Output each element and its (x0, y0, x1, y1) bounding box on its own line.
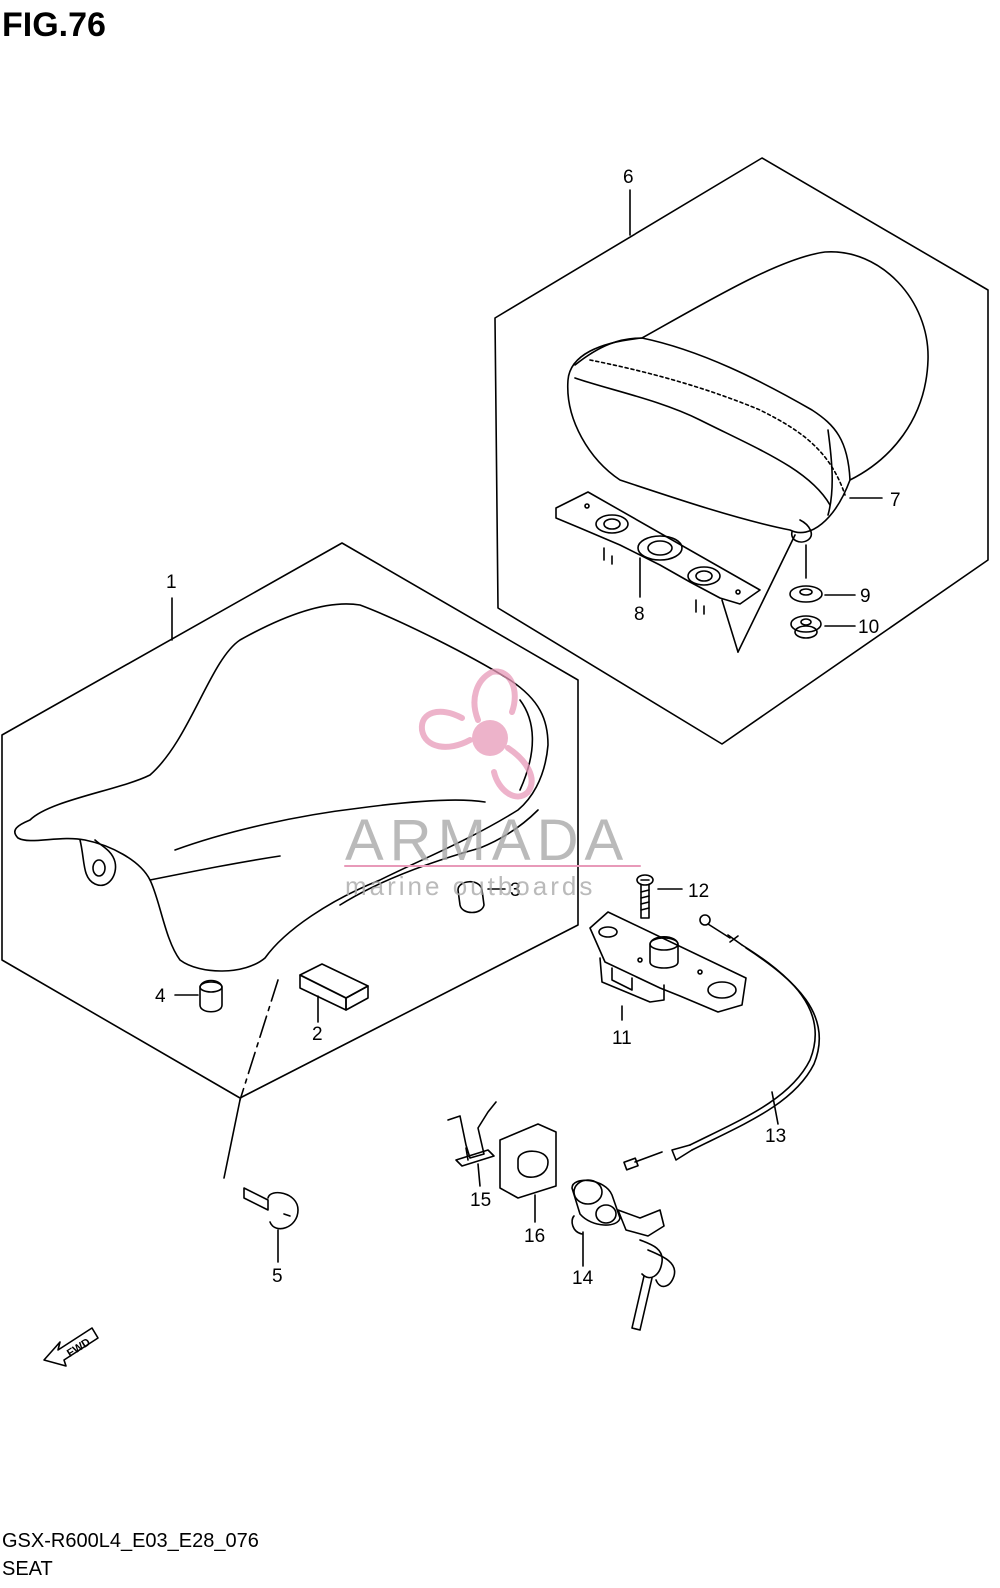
holder-part-15 (447, 1101, 497, 1187)
seat-bolt-line (239, 979, 279, 1101)
callout-16: 16 (524, 1226, 545, 1247)
rear-seat-cushion (567, 251, 929, 543)
rear-seat-base-plate (555, 491, 761, 615)
callout-15: 15 (470, 1190, 491, 1211)
callout-11: 11 (612, 1028, 632, 1049)
fwd-arrow-icon (43, 1327, 99, 1367)
cushion-part-4 (174, 979, 223, 1013)
callout-12: 12 (688, 881, 709, 902)
cushion-part-3 (457, 880, 506, 914)
screw-part-12 (636, 874, 683, 919)
callout-9: 9 (860, 586, 871, 607)
cable-part-13 (623, 914, 821, 1171)
callout-5: 5 (272, 1266, 283, 1287)
callout-10: 10 (858, 617, 879, 638)
watermark-brand: ARMADA (345, 808, 629, 873)
figure-name: SEAT (2, 1558, 53, 1580)
washer-part-9 (789, 544, 856, 603)
callout-4: 4 (155, 986, 166, 1007)
seat-bolt-line-2 (223, 1099, 241, 1179)
pad-part-2 (299, 963, 369, 1023)
figure-code: GSX-R600L4_E03_E28_076 (2, 1530, 259, 1552)
plate-part-16 (499, 1123, 557, 1223)
callout-8: 8 (634, 604, 645, 625)
bolt-part-5 (243, 1187, 299, 1263)
callout-1: 1 (166, 572, 177, 593)
rear-seat-mount-line (737, 534, 796, 653)
cushion-part-10 (790, 615, 856, 639)
callout-3: 3 (510, 880, 521, 901)
callout-2: 2 (312, 1024, 323, 1045)
rear-seat-mount-line-2 (721, 599, 739, 653)
callout-6: 6 (623, 167, 634, 188)
rear-seat-group-outline (494, 157, 989, 745)
watermark-logo-icon (418, 668, 535, 800)
front-seat-cushion (14, 603, 549, 972)
watermark-tagline: marine outboards (345, 871, 595, 901)
seat-lock-part-11 (589, 911, 747, 1021)
figure-title: FIG.76 (2, 6, 106, 44)
callout-13: 13 (765, 1126, 786, 1147)
callout-7: 7 (890, 490, 901, 511)
key-lock-part-14 (571, 1179, 676, 1331)
callout-14: 14 (572, 1268, 594, 1289)
